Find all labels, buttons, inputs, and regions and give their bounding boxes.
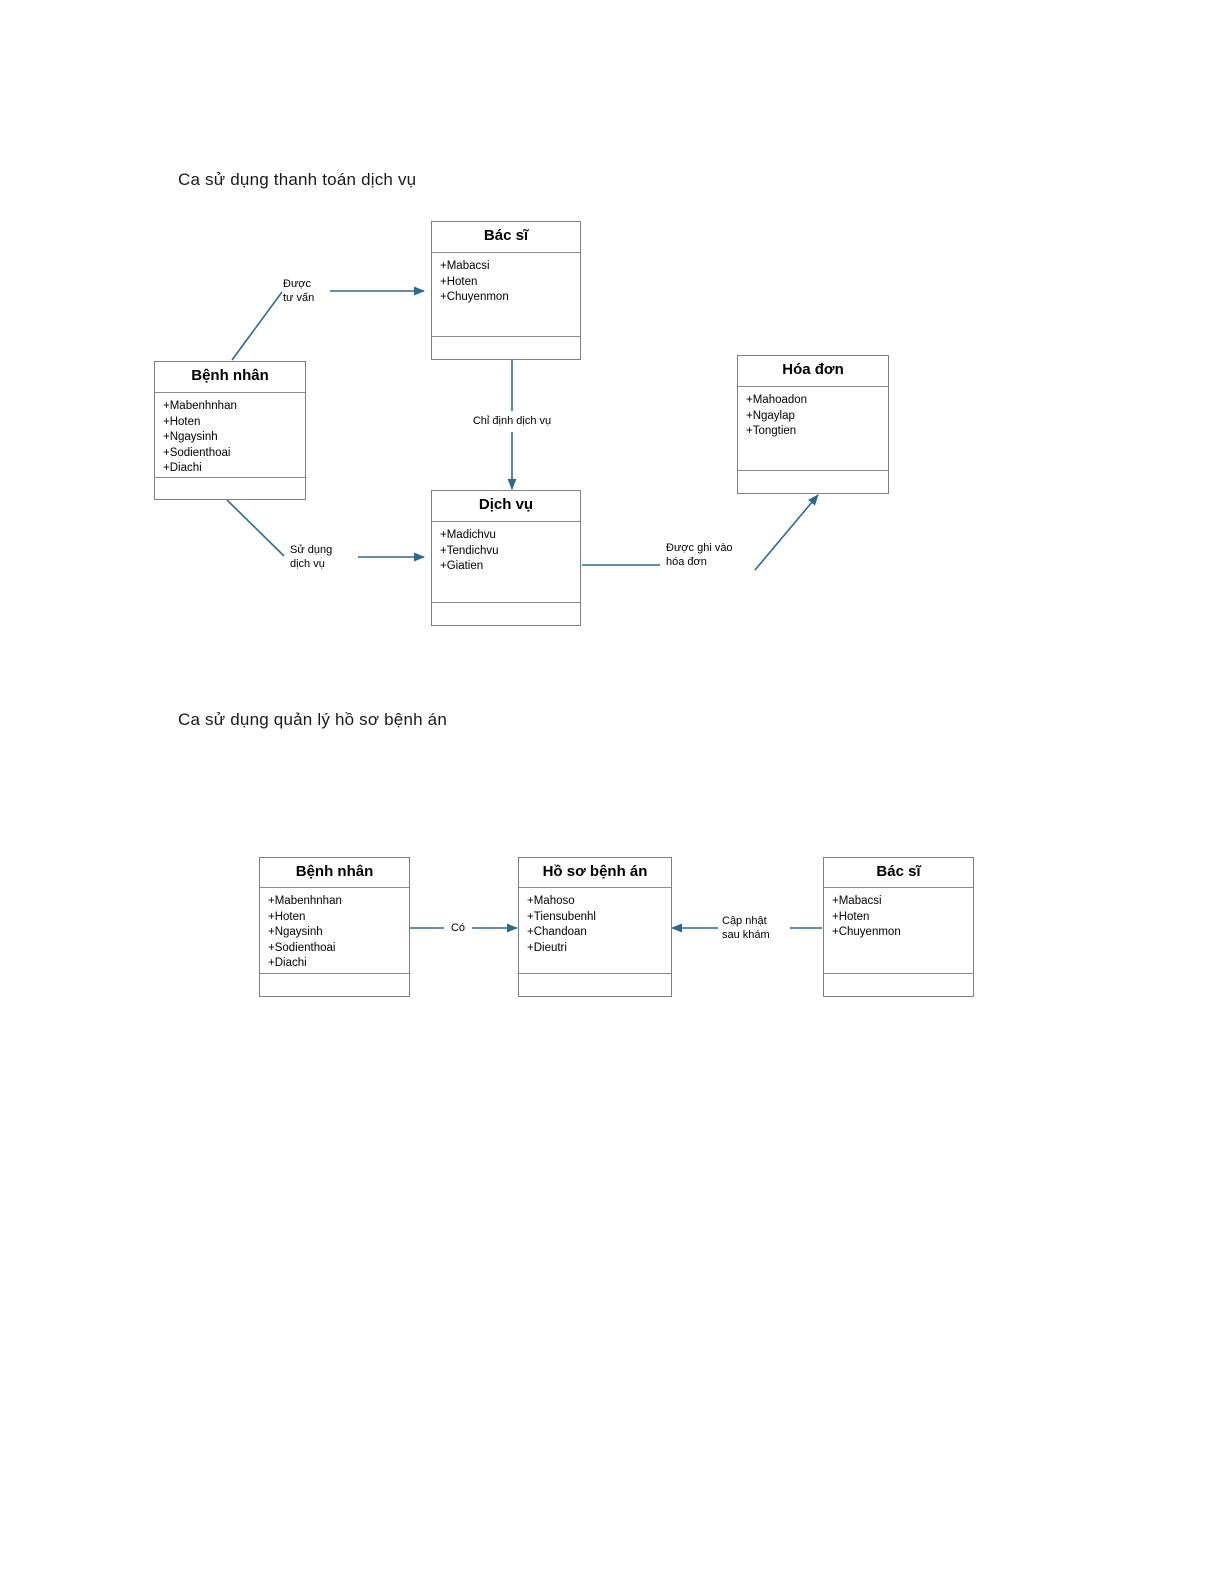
class-attributes-benh-nhan: +Mabenhnhan +Hoten +Ngaysinh +Sodienthoa… [155,393,305,478]
relation-duoc-tu-van [231,286,426,361]
class-name-benh-nhan-2: Bệnh nhân [260,858,409,888]
relation-label-line1: Cập nhật [722,915,767,927]
relation-label-line1: Có [450,922,466,934]
class-attribute: +Mabenhnhan [268,895,342,907]
class-attribute: +Mahoso [527,895,575,907]
section-title-quan-ly-ho-so-benh-an: Ca sử dụng quản lý hồ sơ bệnh án [178,710,447,729]
relation-label-su-dung-dich-vu: Sử dụng dịch vụ [290,543,332,571]
class-attribute: +Tendichvu [440,544,499,557]
class-attribute: +Tongtien [746,425,797,437]
class-name-bac-si-2: Bác sĩ [824,858,973,888]
relation-label-line1: Được [283,278,312,290]
relation-label-line1: Sử dụng [290,544,333,556]
class-attribute: +Mabacsi [832,895,882,907]
relation-label-line2: sau khám [722,929,770,941]
class-attributes-dich-vu: +Madichvu +Tendichvu +Giatien [432,522,580,603]
class-attribute: +Hoten [268,910,306,923]
class-box-bac-si-2[interactable]: Bác sĩ +Mabacsi +Hoten +Chuyenmon [823,857,974,997]
class-attribute: +Ngaysinh [268,926,323,938]
class-operations-bac-si-2 [824,974,973,996]
class-operations-benh-nhan-2 [260,974,409,996]
class-attribute: +Sodienthoai [268,941,336,954]
class-attributes-ho-so-benh-an: +Mahoso +Tiensubenhl +Chandoan +Dieutri [519,888,671,974]
class-box-ho-so-benh-an[interactable]: Hồ sơ bệnh án +Mahoso +Tiensubenhl +Chan… [518,857,672,997]
relation-label-duoc-tu-van: Được tư vấn [283,277,314,305]
class-name-ho-so-benh-an: Hồ sơ bệnh án [519,858,671,888]
class-attribute: +Hoten [163,415,201,428]
class-attribute: +Chuyenmon [440,291,509,303]
class-attribute: +Hoten [440,275,478,288]
class-attribute: +Dieutri [527,941,567,954]
class-attribute: +Diachi [163,462,202,474]
class-attribute: +Sodienthoai [163,446,231,459]
class-operations-hoa-don [738,471,888,493]
class-attribute: +Ngaylap [746,409,795,422]
relation-label-chi-dinh-dich-vu: Chỉ định dịch vụ [456,414,568,428]
class-operations-benh-nhan [155,478,305,499]
class-attribute: +Ngaysinh [163,431,218,443]
section-title-thanh-toan-dich-vu: Ca sử dụng thanh toán dịch vụ [178,170,417,189]
class-operations-ho-so-benh-an [519,974,671,996]
class-attribute: +Diachi [268,957,307,969]
relation-label-line2: dịch vụ [290,558,325,570]
relation-label-duoc-ghi-vao-hoa-don: Được ghi vào hóa đơn [666,541,733,569]
relation-label-line1: Chỉ định dịch vụ [472,415,552,427]
relation-label-line2: hóa đơn [666,556,707,568]
class-box-hoa-don[interactable]: Hóa đơn +Mahoadon +Ngaylap +Tongtien [737,355,889,494]
class-attributes-bac-si-2: +Mabacsi +Hoten +Chuyenmon [824,888,973,974]
class-operations-dich-vu [432,603,580,625]
class-attribute: +Madichvu [440,529,496,541]
class-attribute: +Mahoadon [746,394,808,406]
class-box-benh-nhan-2[interactable]: Bệnh nhân +Mabenhnhan +Hoten +Ngaysinh +… [259,857,410,997]
class-attribute: +Giatien [440,560,484,572]
class-attribute: +Chandoan [527,926,587,938]
class-attribute: +Tiensubenhl [527,910,596,923]
class-attribute: +Chuyenmon [832,926,901,938]
class-operations-bac-si [432,337,580,359]
class-name-hoa-don: Hóa đơn [738,356,888,387]
class-name-benh-nhan: Bệnh nhân [155,362,305,393]
class-attribute: +Hoten [832,910,870,923]
class-attributes-bac-si: +Mabacsi +Hoten +Chuyenmon [432,253,580,337]
class-attribute: +Mabenhnhan [163,400,237,412]
class-name-bac-si: Bác sĩ [432,222,580,253]
relation-label-line1: Được ghi vào [666,542,733,554]
class-box-benh-nhan[interactable]: Bệnh nhân +Mabenhnhan +Hoten +Ngaysinh +… [154,361,306,500]
class-attributes-benh-nhan-2: +Mabenhnhan +Hoten +Ngaysinh +Sodienthoa… [260,888,409,974]
relation-label-cap-nhat-sau-kham: Cập nhật sau khám [722,914,770,942]
class-attributes-hoa-don: +Mahoadon +Ngaylap +Tongtien [738,387,888,471]
relation-label-co: Có [444,921,472,935]
class-box-dich-vu[interactable]: Dịch vụ +Madichvu +Tendichvu +Giatien [431,490,581,626]
relation-label-line2: tư vấn [283,292,315,304]
class-attribute: +Mabacsi [440,260,490,272]
class-name-dich-vu: Dịch vụ [432,491,580,522]
class-box-bac-si[interactable]: Bác sĩ +Mabacsi +Hoten +Chuyenmon [431,221,581,360]
